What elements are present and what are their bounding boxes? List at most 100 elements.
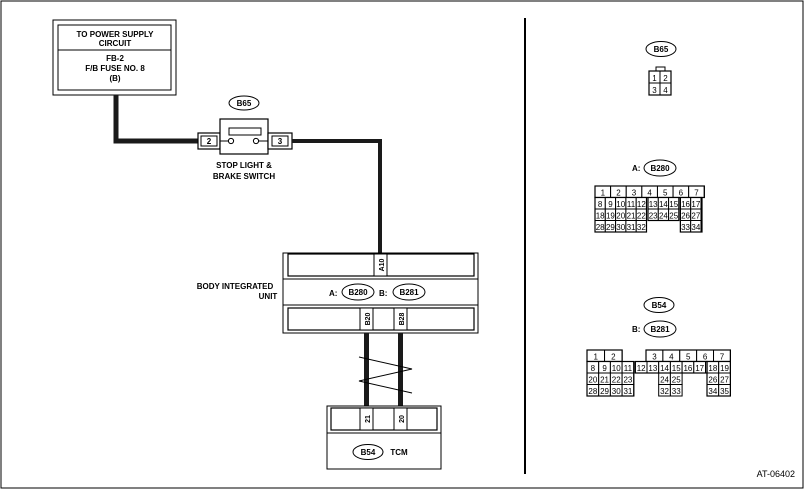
- pin-number: 31: [627, 223, 636, 232]
- pin-cell: [669, 384, 683, 397]
- pin-number: 31: [623, 387, 632, 396]
- pin-number: 19: [606, 211, 615, 220]
- power-supply-line3: FB-2: [106, 54, 124, 63]
- pin-number: 8: [591, 364, 596, 373]
- switch-label-line1: STOP LIGHT &: [216, 161, 272, 170]
- body-integrated-unit: A10 BODY INTEGRATED UNIT A: B280 B: B281…: [197, 252, 479, 334]
- pin-number: 23: [623, 375, 632, 384]
- b65-face-title: B65: [654, 45, 669, 54]
- power-supply-line5: (B): [109, 74, 120, 83]
- tcm-connector-badge: [352, 444, 384, 460]
- pin-number: 11: [627, 200, 636, 209]
- tcm-label: TCM: [390, 448, 408, 457]
- pin-number: 22: [637, 211, 646, 220]
- pin-number: 29: [606, 223, 615, 232]
- pin-number: 15: [669, 200, 678, 209]
- pin-number: 2: [611, 352, 616, 361]
- pin-number: 18: [708, 364, 717, 373]
- pin-number: 5: [663, 188, 668, 197]
- pin-number: 7: [720, 352, 725, 361]
- pin-number: 23: [649, 211, 658, 220]
- pin-number: 13: [648, 364, 657, 373]
- switch-connector-badge: [228, 95, 260, 111]
- stop-light-switch: B65 2 3 STOP LIGHT & BRAKE SWITCH: [197, 95, 293, 181]
- pin-b20-label: B20: [365, 312, 372, 325]
- body-unit-label-line1: BODY INTEGRATED: [197, 282, 274, 291]
- b54-face-title: B54: [652, 301, 667, 310]
- tcm-pin-20-label: 20: [399, 415, 406, 423]
- pin-number: 6: [679, 188, 684, 197]
- pin-number: 33: [672, 387, 681, 396]
- connector-a-badge: [341, 283, 375, 301]
- power-supply-line1: TO POWER SUPPLY: [77, 30, 155, 39]
- pin-number: 20: [616, 211, 625, 220]
- pin-number: 22: [612, 375, 621, 384]
- pin-number: 1: [652, 74, 657, 83]
- pin-number: 2: [663, 74, 668, 83]
- pin-number: 15: [672, 364, 681, 373]
- pin-number: 1: [594, 352, 599, 361]
- switch-pin-right: 3: [278, 137, 283, 146]
- pin-number: 12: [637, 200, 646, 209]
- pin-number: 4: [663, 86, 668, 95]
- pin-number: 32: [637, 223, 646, 232]
- pin-number: 30: [612, 387, 621, 396]
- wire-switch-to-body-unit: [292, 139, 382, 253]
- pin-number: 12: [637, 364, 646, 373]
- b280-face-prefix: A:: [632, 164, 640, 173]
- pin-number: 28: [588, 387, 597, 396]
- power-supply-line4: F/B FUSE NO. 8: [85, 64, 145, 73]
- pin-number: 24: [660, 375, 669, 384]
- b281-face-title: B281: [650, 325, 670, 334]
- pin-number: 7: [694, 188, 699, 197]
- pin-number: 10: [612, 364, 621, 373]
- pin-number: 13: [649, 200, 658, 209]
- pin-number: 16: [681, 200, 690, 209]
- connector-b-prefix: B:: [379, 289, 387, 298]
- pin-number: 11: [624, 364, 633, 373]
- pin-number: 34: [708, 387, 717, 396]
- tcm-connector-label: B54: [361, 448, 376, 457]
- pin-number: 26: [708, 375, 717, 384]
- wire-power-to-switch: [113, 95, 198, 144]
- pin-number: 1: [601, 188, 606, 197]
- pin-number: 14: [659, 200, 668, 209]
- pin-number: 3: [652, 86, 657, 95]
- pin-number: 27: [720, 375, 729, 384]
- pin-number: 30: [616, 223, 625, 232]
- pin-number: 28: [596, 223, 605, 232]
- twisted-pair-marker: [358, 356, 413, 394]
- pin-number: 20: [588, 375, 597, 384]
- pin-number: 29: [600, 387, 609, 396]
- pin-number: 21: [627, 211, 636, 220]
- pin-number: 9: [608, 200, 613, 209]
- connector-a-prefix: A:: [329, 289, 337, 298]
- pin-number: 25: [672, 375, 681, 384]
- pin-number: 4: [669, 352, 674, 361]
- pin-number: 18: [596, 211, 605, 220]
- pin-number: 4: [647, 188, 652, 197]
- pin-number: 24: [659, 211, 668, 220]
- tcm-unit: 21 20 B54 TCM: [326, 405, 442, 470]
- pin-number: 6: [703, 352, 708, 361]
- pin-group-frame: [594, 196, 648, 233]
- pin-number: 3: [632, 188, 637, 197]
- pin-number: 10: [616, 200, 625, 209]
- pin-number: 8: [598, 200, 603, 209]
- pin-group-frame: [706, 360, 731, 397]
- power-supply-line2: CIRCUIT: [99, 39, 132, 48]
- pin-number: 26: [681, 211, 690, 220]
- b280-face-badge: [643, 159, 677, 177]
- pin-group-frame: [648, 70, 672, 96]
- figure-id: AT-06402: [757, 469, 795, 479]
- b65-face-badge: [645, 41, 677, 57]
- pin-group-frame: [586, 360, 635, 397]
- b281-face-prefix: B:: [632, 325, 640, 334]
- pin-number: 34: [691, 223, 700, 232]
